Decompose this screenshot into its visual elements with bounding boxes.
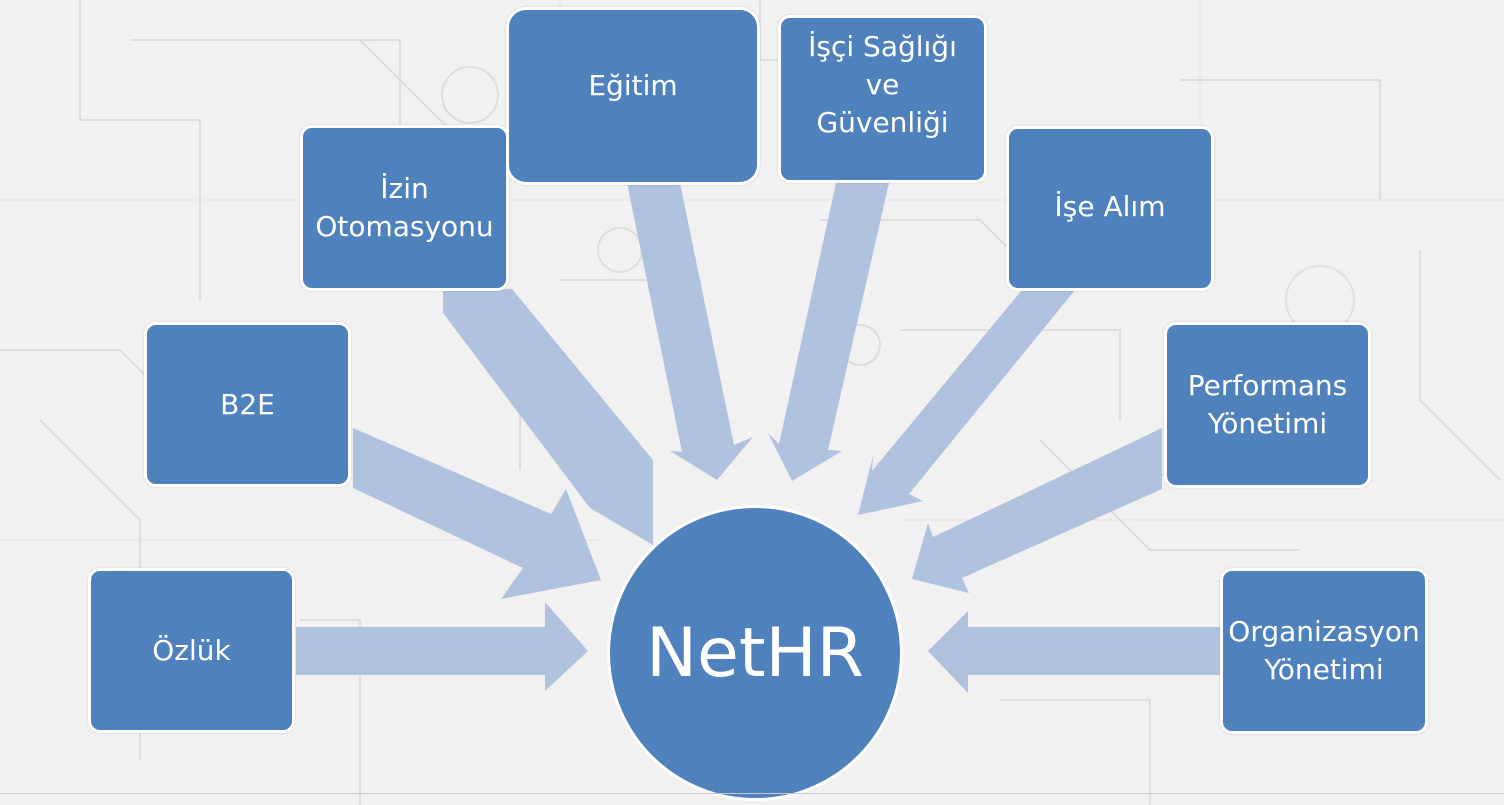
node-performans: Performans Yönetimi <box>1164 322 1371 488</box>
node-ise-alim: İşe Alım <box>1006 126 1214 291</box>
arrow-ise-alim <box>858 290 1075 515</box>
node-izin-otomasyonu-label: İzin Otomasyonu <box>315 172 494 243</box>
node-ozluk-label: Özlük <box>152 633 231 667</box>
arrow-organizasyon <box>928 611 1220 693</box>
node-ozluk: Özlük <box>88 568 295 733</box>
node-egitim: Eğitim <box>506 7 760 185</box>
node-b2e: B2E <box>144 322 351 487</box>
arrow-egitim <box>627 183 753 480</box>
node-ise-alim-label: İşe Alım <box>1054 189 1166 223</box>
arrow-isg <box>768 183 889 481</box>
arrow-b2e <box>353 428 601 599</box>
arrow-ozluk <box>296 602 588 691</box>
node-isci-sagligi: İşçi Sağlığı ve Güvenliği <box>778 15 987 183</box>
node-b2e-label: B2E <box>220 387 275 421</box>
arrow-izin <box>443 289 653 545</box>
slide-bottom-border <box>0 793 1504 794</box>
node-performans-label: Performans Yönetimi <box>1187 369 1348 440</box>
node-organizasyon-label: Organizasyon Yönetimi <box>1228 615 1420 686</box>
node-isci-sagligi-label: İşçi Sağlığı ve Güvenliği <box>808 30 957 139</box>
hub-label: NetHR <box>646 613 864 693</box>
hub-nethr: NetHR <box>607 505 903 801</box>
node-egitim-label: Eğitim <box>588 69 678 102</box>
arrow-performans <box>912 428 1162 593</box>
node-organizasyon: Organizasyon Yönetimi <box>1220 568 1428 734</box>
node-izin-otomasyonu: İzin Otomasyonu <box>300 125 509 291</box>
